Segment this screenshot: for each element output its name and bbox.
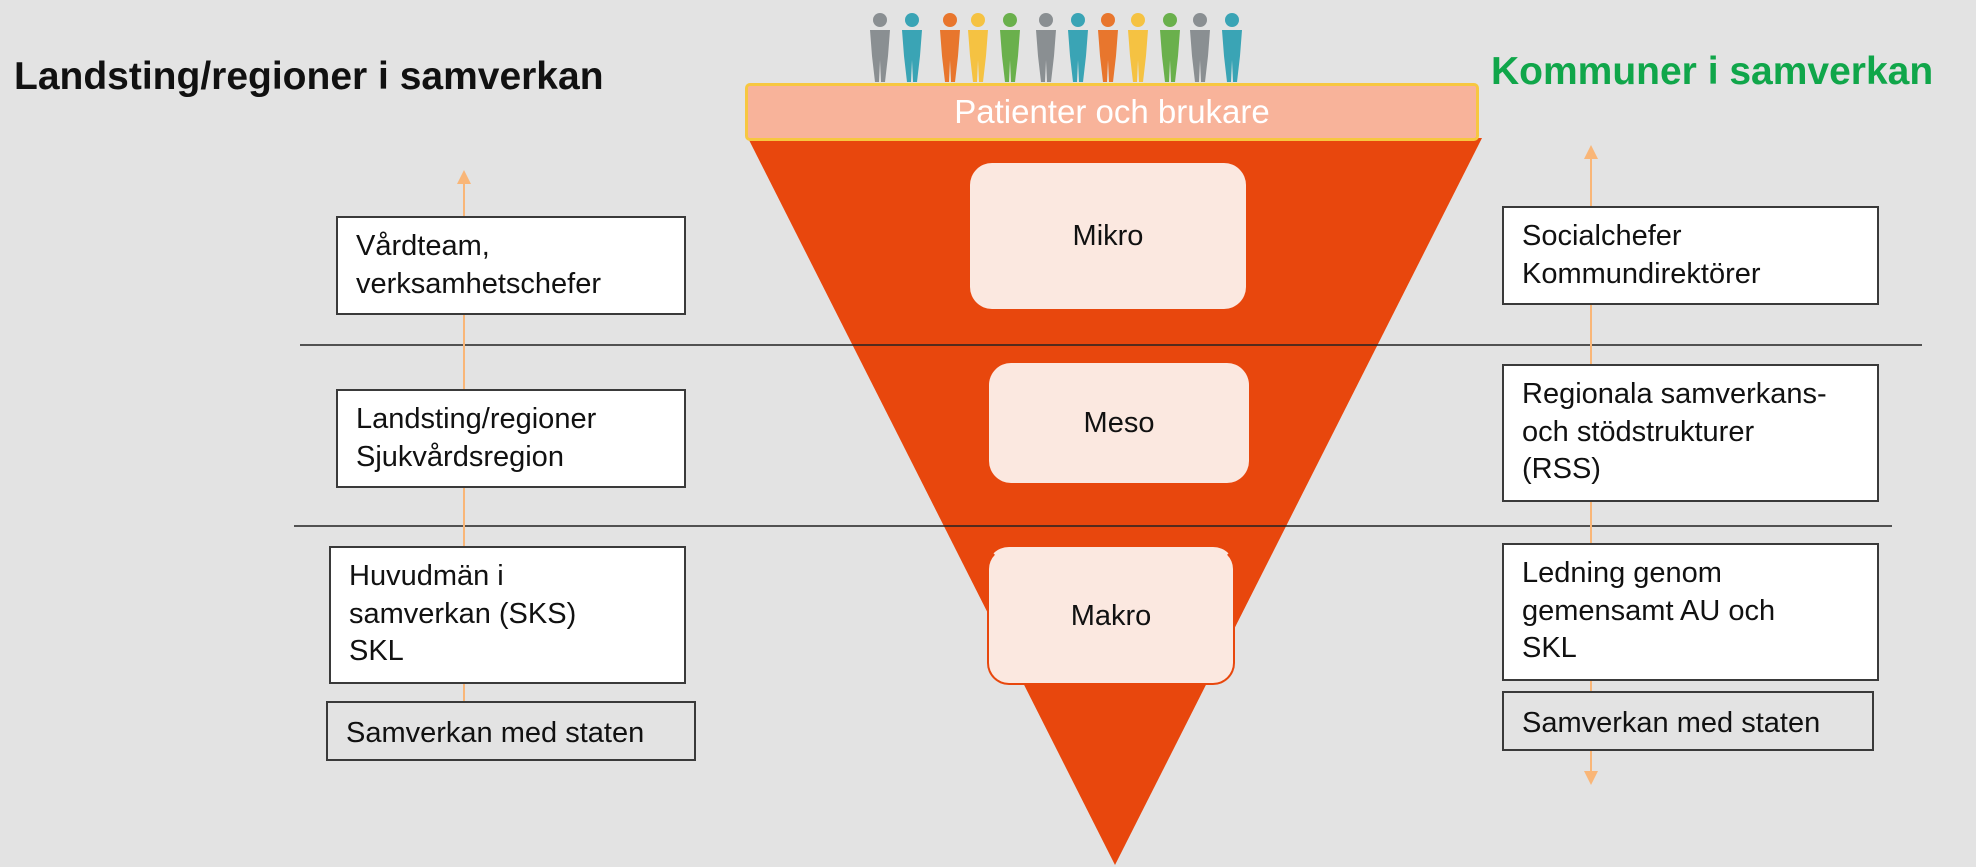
person-body xyxy=(1000,30,1020,82)
level-makro-label: Makro xyxy=(1070,599,1152,632)
person-head xyxy=(1163,13,1177,27)
person-head xyxy=(1039,13,1053,27)
left-box-vardteam: Vårdteam, verksamhetschefer xyxy=(336,216,686,315)
right-box-staten: Samverkan med staten xyxy=(1502,691,1874,751)
person-body xyxy=(1098,30,1118,82)
person-body xyxy=(1068,30,1088,82)
right-box-ledning: Ledning genom gemensamt AU och SKL xyxy=(1502,543,1879,681)
right-box-socialchefer: Socialchefer Kommundirektörer xyxy=(1502,206,1879,305)
person-head xyxy=(1193,13,1207,27)
person-head xyxy=(873,13,887,27)
person-head xyxy=(1225,13,1239,27)
person-head xyxy=(1003,13,1017,27)
left-box-landsting: Landsting/regioner Sjukvårdsregion xyxy=(336,389,686,488)
person-body xyxy=(870,30,890,82)
left-box-huvudman: Huvudmän i samverkan (SKS) SKL xyxy=(329,546,686,684)
person-body xyxy=(1190,30,1210,82)
left-box-huvudman-line-2: samverkan (SKS) xyxy=(349,597,577,630)
person-body xyxy=(902,30,922,82)
left-box-vardteam-line-2: verksamhetschefer xyxy=(356,267,601,300)
person-body xyxy=(1036,30,1056,82)
right-box-rss-line-3: (RSS) xyxy=(1522,453,1601,486)
right-box-rss-line-1: Regionala samverkans- xyxy=(1522,378,1827,410)
inverted-triangle xyxy=(748,138,1482,865)
left-box-huvudman-line-1: Huvudmän i xyxy=(349,560,504,592)
left-box-landsting-line-1: Landsting/regioner xyxy=(356,403,597,435)
right-heading: Kommuner i samverkan xyxy=(1491,50,1934,93)
person-head xyxy=(971,13,985,27)
right-box-socialchefer-line-1: Socialchefer xyxy=(1522,220,1682,252)
patients-band: Patienter och brukare xyxy=(745,83,1479,141)
right-box-rss-line-2: och stödstrukturer xyxy=(1522,415,1755,448)
level-meso: Meso xyxy=(989,363,1249,483)
left-heading: Landsting/regioner i samverkan xyxy=(14,55,604,98)
people-silhouettes-icon xyxy=(870,13,1242,82)
person-head xyxy=(1071,13,1085,27)
level-mikro-label: Mikro xyxy=(1072,219,1144,252)
level-mikro: Mikro xyxy=(970,163,1246,309)
person-body xyxy=(1222,30,1242,82)
left-box-staten: Samverkan med staten xyxy=(326,701,696,761)
right-box-ledning-line-2: gemensamt AU och xyxy=(1522,594,1776,627)
left-box-staten-line-1: Samverkan med staten xyxy=(346,717,645,749)
right-box-staten-line-1: Samverkan med staten xyxy=(1522,707,1821,739)
person-body xyxy=(968,30,988,82)
right-box-rss: Regionala samverkans- och stödstrukturer… xyxy=(1502,364,1879,502)
person-head xyxy=(1131,13,1145,27)
right-box-ledning-line-3: SKL xyxy=(1522,632,1577,665)
person-head xyxy=(943,13,957,27)
patients-band-label: Patienter och brukare xyxy=(954,93,1270,130)
person-body xyxy=(1128,30,1148,82)
level-makro: Makro xyxy=(987,547,1235,685)
person-body xyxy=(1160,30,1180,82)
person-body xyxy=(940,30,960,82)
level-meso-label: Meso xyxy=(1083,406,1155,439)
right-box-socialchefer-line-2: Kommundirektörer xyxy=(1522,257,1761,290)
person-head xyxy=(1101,13,1115,27)
left-box-landsting-line-2: Sjukvårdsregion xyxy=(356,440,564,473)
right-box-ledning-line-1: Ledning genom xyxy=(1522,557,1722,589)
left-box-huvudman-line-3: SKL xyxy=(349,635,404,668)
person-head xyxy=(905,13,919,27)
left-box-vardteam-line-1: Vårdteam, xyxy=(356,230,490,262)
